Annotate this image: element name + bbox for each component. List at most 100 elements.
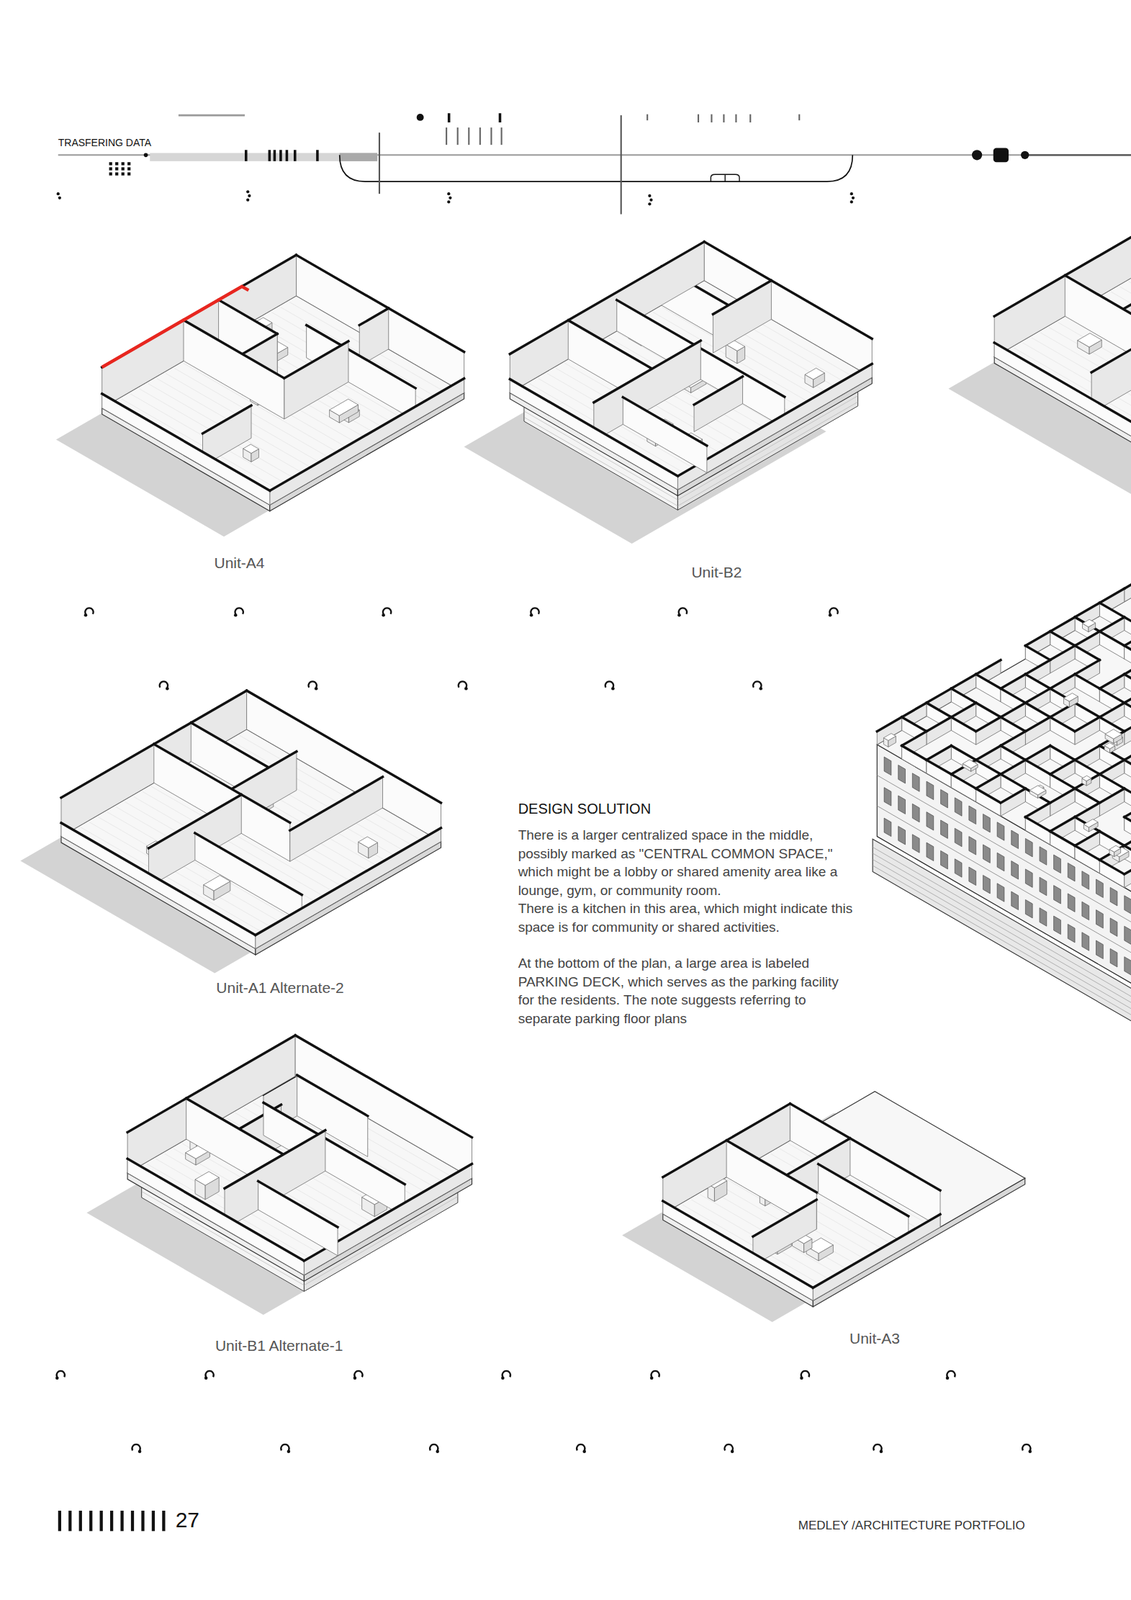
wall-top — [976, 702, 1001, 718]
wall-top — [951, 773, 976, 789]
wall-face — [61, 822, 256, 949]
timeline-tick — [479, 127, 481, 145]
facade-window — [1011, 830, 1019, 849]
wall-top — [926, 759, 952, 774]
timeline-tick — [279, 149, 283, 162]
wall-top — [255, 827, 442, 936]
wall-top — [1099, 759, 1124, 774]
curl-symbol — [429, 1444, 438, 1450]
timeline-dot — [58, 196, 62, 200]
timeline-line — [1025, 154, 1131, 156]
wall-top — [224, 1130, 326, 1189]
wall-top — [1074, 631, 1100, 646]
dot-grid — [121, 172, 125, 175]
timeline-line — [710, 174, 740, 182]
curl-dot — [84, 613, 88, 617]
wall-top — [61, 822, 256, 936]
wall-top — [1099, 831, 1124, 846]
wall-face — [1124, 859, 1131, 887]
wall-top — [1074, 660, 1100, 675]
wall-top — [1000, 759, 1026, 774]
wall-face — [976, 788, 1001, 816]
curl-symbol — [1022, 1444, 1031, 1450]
dot-grid — [127, 161, 131, 165]
wall-top — [1000, 788, 1026, 803]
wall-top — [1074, 845, 1100, 860]
wall-face — [1124, 616, 1131, 645]
wall-top — [926, 688, 952, 703]
timeline-tick — [697, 114, 700, 123]
wall-face — [1124, 673, 1131, 702]
facade-window — [1025, 868, 1033, 887]
curl-dot — [353, 1376, 358, 1381]
timeline-tick — [798, 114, 800, 121]
timeline-dot — [246, 198, 250, 202]
wall-top — [1091, 331, 1131, 373]
timeline-tick — [646, 114, 648, 121]
curl-dot — [730, 1449, 735, 1454]
timeline-tick — [457, 127, 459, 145]
timeline-dot — [647, 194, 651, 198]
building-axonometric — [872, 552, 1131, 1086]
timeline-square — [993, 147, 1009, 162]
curl-symbol — [873, 1444, 882, 1450]
wall-top — [1050, 745, 1075, 761]
wall-top — [1000, 673, 1026, 689]
timeline-tick — [710, 114, 713, 123]
wall-top — [1124, 759, 1131, 774]
fixture — [962, 759, 978, 769]
facade-window — [884, 787, 892, 806]
unit-axonometric — [86, 1035, 472, 1315]
timeline-dot — [647, 202, 651, 206]
wall-top — [258, 1180, 338, 1227]
wall-top — [976, 673, 1001, 689]
facade-window — [954, 827, 962, 846]
unit-axonometric — [622, 1091, 1026, 1322]
wall-top — [1074, 602, 1100, 617]
wall-top — [876, 717, 902, 732]
bar-mark — [58, 1510, 62, 1531]
wall-top — [269, 378, 465, 491]
wall-top — [951, 745, 976, 761]
wall-top — [1099, 859, 1124, 874]
fixture — [883, 733, 896, 741]
wall-top — [1124, 616, 1131, 632]
curl-dot — [314, 686, 319, 691]
floor-line — [876, 805, 1131, 1020]
facade-window — [982, 813, 990, 832]
unit-caption: Unit-A4 — [213, 553, 265, 572]
facade-window — [926, 781, 934, 800]
wall-top — [1124, 645, 1131, 661]
curl-dot — [828, 613, 833, 617]
body-paragraph: There is a kitchen in this area, which m… — [518, 899, 857, 936]
facade-window — [1053, 915, 1062, 934]
facade-window — [997, 852, 1005, 871]
floor-slab — [663, 1091, 1026, 1301]
wall-top — [1074, 802, 1100, 818]
wall-face — [818, 1164, 909, 1246]
curl-symbol — [56, 1370, 65, 1377]
wall-top — [694, 376, 743, 405]
facade-window — [1039, 846, 1047, 865]
wall-top — [1000, 745, 1026, 761]
timeline-dot — [1020, 151, 1029, 160]
wall-top — [1099, 631, 1124, 646]
facade-window — [1053, 854, 1062, 873]
wall-top — [1025, 645, 1050, 661]
curl-dot — [204, 1376, 209, 1381]
wall-top — [1050, 831, 1075, 846]
wall-top — [1124, 817, 1131, 832]
timeline-dot — [971, 149, 982, 160]
wall-face — [1000, 788, 1026, 816]
wall-face — [1050, 717, 1075, 745]
wall-top — [1025, 688, 1050, 703]
bar-mark — [161, 1510, 165, 1531]
wall-top — [1050, 788, 1075, 803]
wall-top — [976, 717, 1001, 732]
timeline-dot — [448, 196, 452, 200]
wall-top — [1124, 802, 1131, 818]
wall-face — [663, 1200, 814, 1301]
fixture — [195, 1171, 219, 1185]
wall-top — [593, 340, 701, 403]
wall-top — [183, 320, 285, 379]
